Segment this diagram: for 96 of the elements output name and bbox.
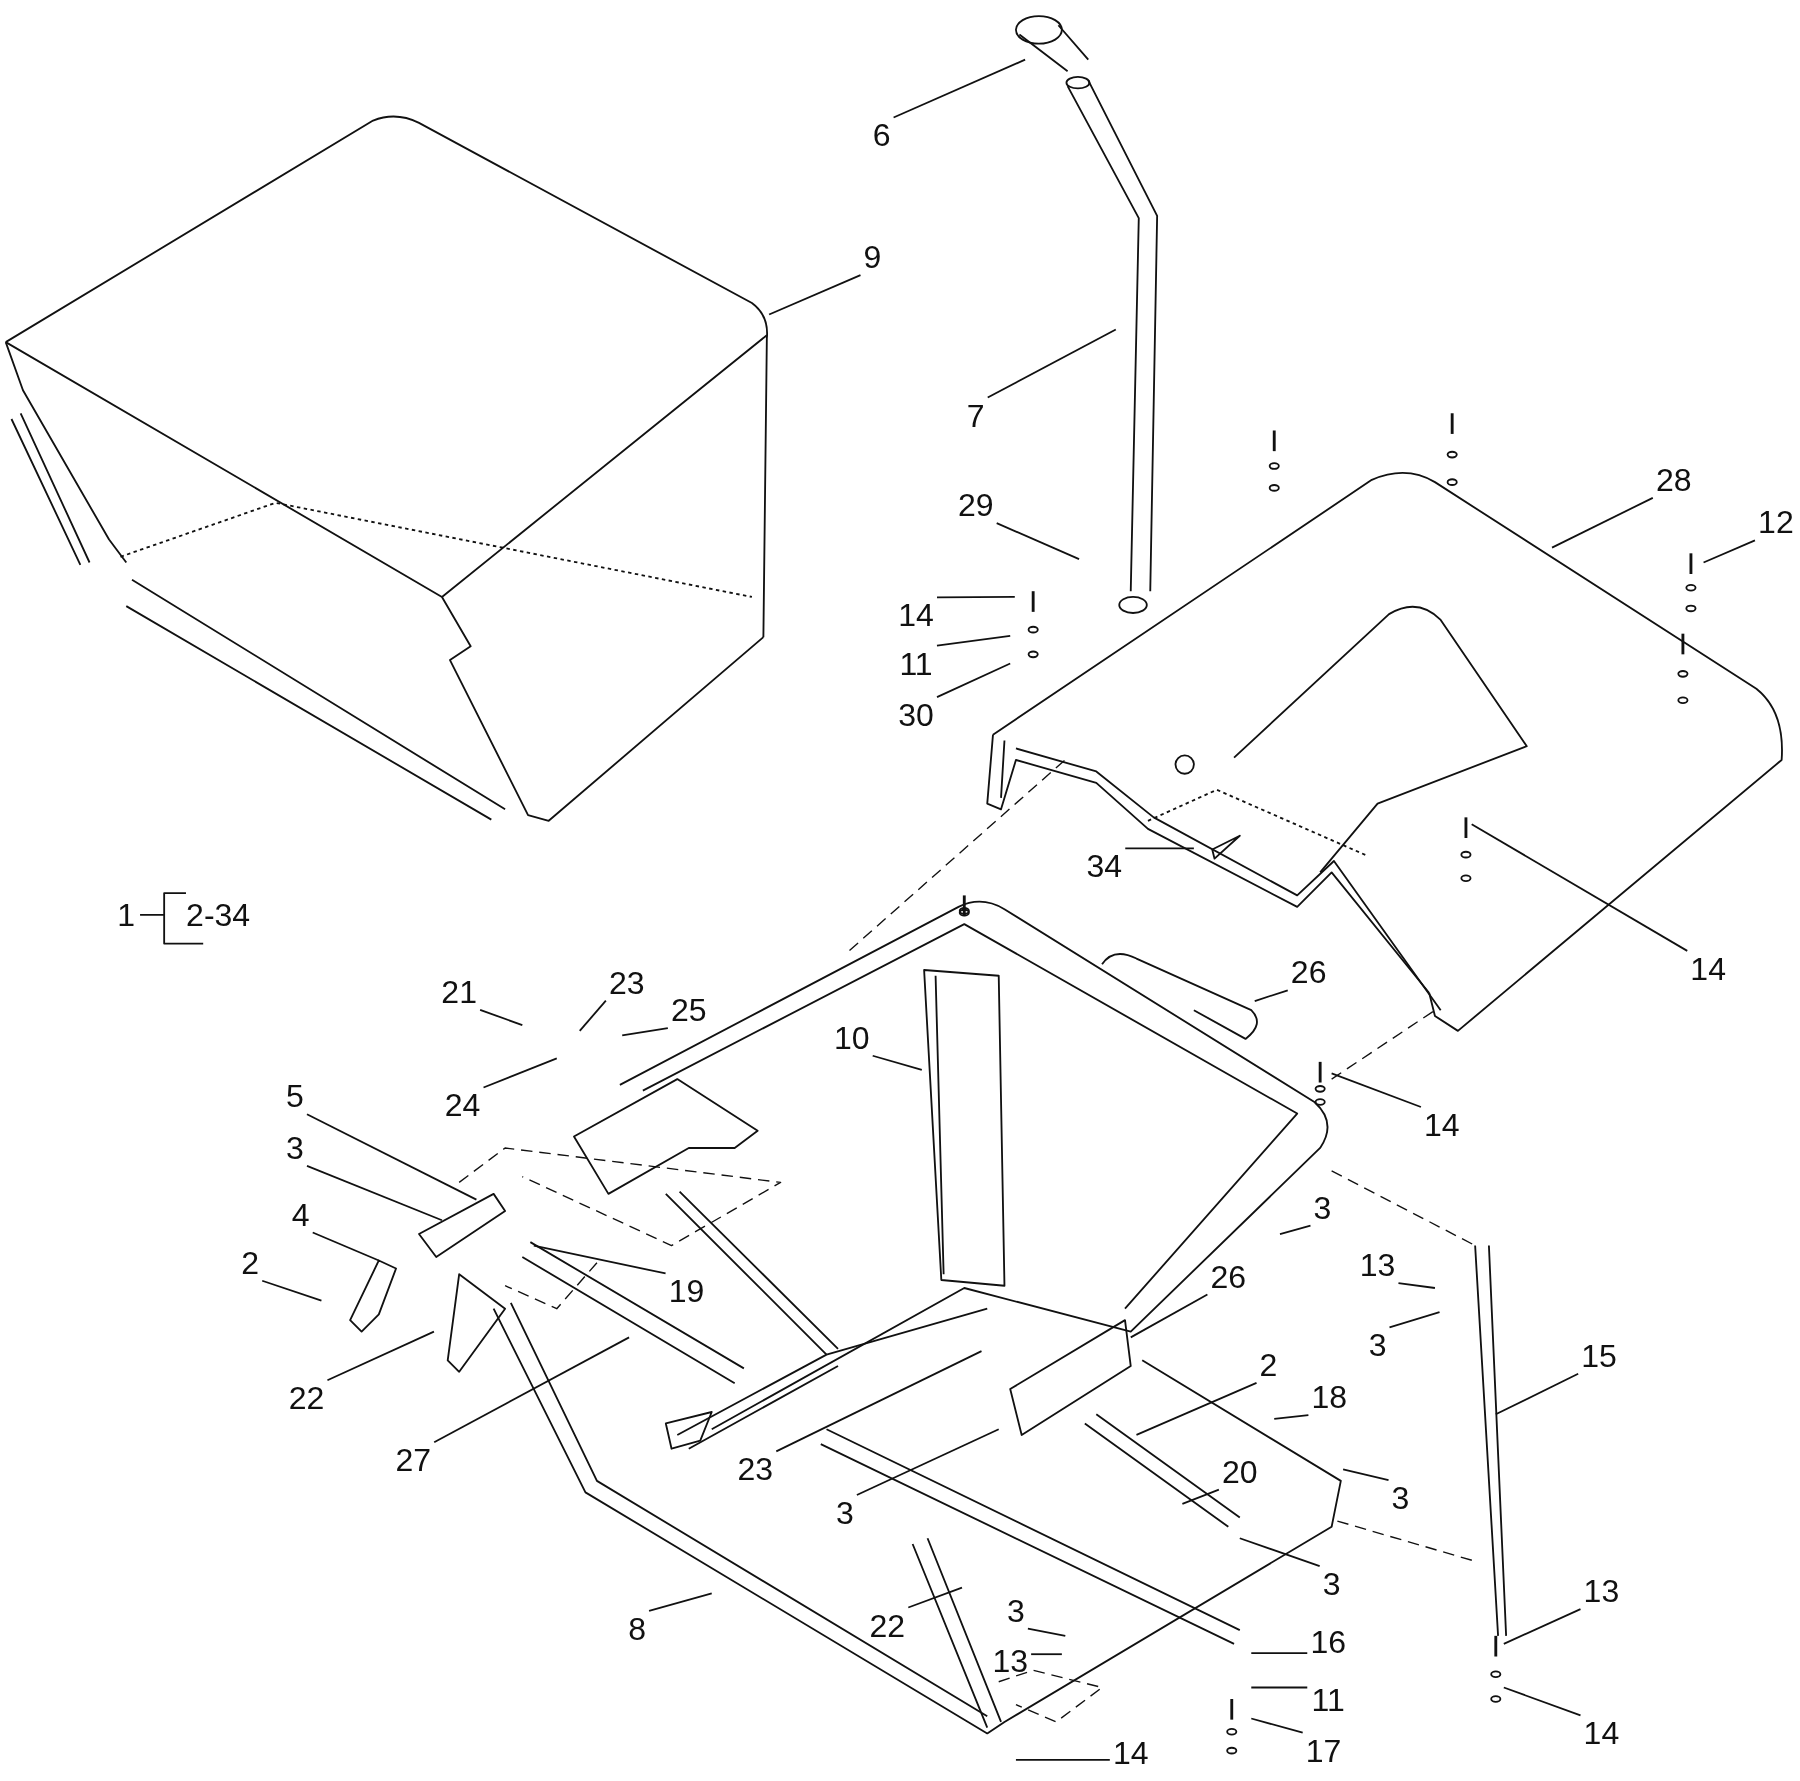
callout-number: 9	[860, 239, 885, 276]
callout-number: 3	[832, 1495, 857, 1531]
callout-number: 29	[954, 487, 997, 524]
callout-number: 14	[1580, 1715, 1623, 1752]
leader-line	[775, 1350, 983, 1453]
callout-number: 3	[1310, 1189, 1335, 1226]
callout-number: 12	[1754, 504, 1797, 541]
leader-line	[1135, 1382, 1258, 1436]
callout-number: 3	[1365, 1327, 1390, 1364]
callout-number: 20	[1218, 1453, 1261, 1490]
leader-line	[1279, 1224, 1312, 1235]
leader-line	[311, 1231, 380, 1262]
leader-line	[306, 1113, 478, 1201]
callout-number: 26	[1207, 1258, 1250, 1295]
callout-number: 23	[605, 964, 648, 1001]
leader-line	[1129, 1293, 1209, 1339]
leader-line	[1250, 1717, 1304, 1734]
callout-number: 15	[1578, 1337, 1620, 1374]
callout-number: 28	[1652, 461, 1695, 498]
leader-line	[871, 1054, 923, 1071]
callout-number: 22	[866, 1607, 909, 1644]
leader-line	[1330, 1072, 1422, 1108]
callout-number: 11	[1307, 1682, 1350, 1719]
callout-number: 19	[665, 1273, 708, 1310]
leader-line	[1250, 1652, 1309, 1654]
leader-line	[326, 1330, 435, 1382]
leader-line	[1494, 1372, 1580, 1416]
leader-line	[433, 1336, 630, 1444]
callout-number: 14	[895, 597, 937, 634]
leader-line	[995, 522, 1080, 560]
callout-number: 22	[285, 1380, 328, 1417]
leader-line	[578, 999, 607, 1032]
callout-number: 18	[1308, 1379, 1351, 1416]
leader-line	[936, 662, 1012, 699]
leader-line	[1551, 496, 1654, 549]
callout-number: 14	[1109, 1734, 1152, 1771]
callout-number: 13	[989, 1643, 1032, 1680]
callout-number: 26	[1287, 954, 1330, 991]
leader-line	[482, 1057, 558, 1089]
leader-line	[1015, 1758, 1111, 1761]
leader-line	[936, 596, 1016, 599]
leader-line	[621, 1027, 669, 1037]
leader-line	[1250, 1686, 1309, 1689]
leader-line	[1397, 1282, 1436, 1289]
leader-line	[1124, 847, 1195, 850]
leader-line	[1181, 1488, 1220, 1505]
callout-number: 3	[1319, 1566, 1344, 1603]
leader-line	[261, 1279, 323, 1302]
leader-line	[1030, 1653, 1063, 1656]
callout-number: 30	[895, 697, 937, 734]
callout-number: 8	[625, 1610, 650, 1647]
callout-number: 3	[283, 1129, 307, 1166]
leader-line	[479, 1008, 524, 1027]
callout-number: 27	[392, 1442, 435, 1479]
callout-number: 14	[1420, 1107, 1463, 1143]
callout-number: 7	[963, 397, 988, 434]
callout-number: 3	[1388, 1480, 1413, 1517]
callout-number: 3	[1003, 1592, 1028, 1629]
callout-number: 23	[734, 1451, 777, 1488]
leader-line	[1702, 539, 1756, 564]
callout-number: 25	[667, 992, 710, 1029]
callout-number: 13	[1580, 1573, 1623, 1610]
callout-number: 10	[830, 1019, 873, 1056]
callout-number: 2	[1256, 1346, 1281, 1383]
leader-line	[1388, 1311, 1441, 1329]
leader-line	[986, 328, 1117, 399]
leader-line	[1238, 1537, 1321, 1568]
callout-number: 34	[1083, 847, 1126, 884]
callout-number: 24	[441, 1087, 484, 1124]
callout-number: 5	[283, 1078, 307, 1115]
leader-line	[532, 1244, 667, 1275]
leader-line	[936, 635, 1012, 647]
leader-line	[907, 1586, 963, 1609]
callout-number: 2	[238, 1244, 263, 1281]
callout-number: 14	[1687, 950, 1730, 987]
leader-line	[1273, 1414, 1310, 1420]
leader-line	[892, 58, 1027, 119]
leader-line	[1342, 1468, 1390, 1481]
callout-number: 1	[116, 896, 137, 933]
callout-number: 4	[288, 1196, 313, 1233]
leader-line	[1027, 1627, 1067, 1637]
leader-line	[1253, 989, 1289, 1002]
leader-line	[306, 1165, 443, 1222]
leader-line	[1502, 1608, 1582, 1645]
callout-number: 21	[438, 973, 481, 1010]
leader-line	[855, 1428, 1000, 1496]
callout-number: 2-34	[185, 896, 252, 933]
callout-number: 11	[895, 645, 937, 682]
leader-line	[648, 1592, 713, 1612]
leader-line	[1502, 1686, 1582, 1717]
callout-number: 17	[1302, 1732, 1345, 1769]
leader-line	[768, 274, 862, 316]
callout-number: 13	[1356, 1247, 1399, 1284]
callout-number: 16	[1307, 1623, 1350, 1660]
callout-number: 6	[869, 117, 894, 154]
leader-line	[1470, 823, 1689, 952]
